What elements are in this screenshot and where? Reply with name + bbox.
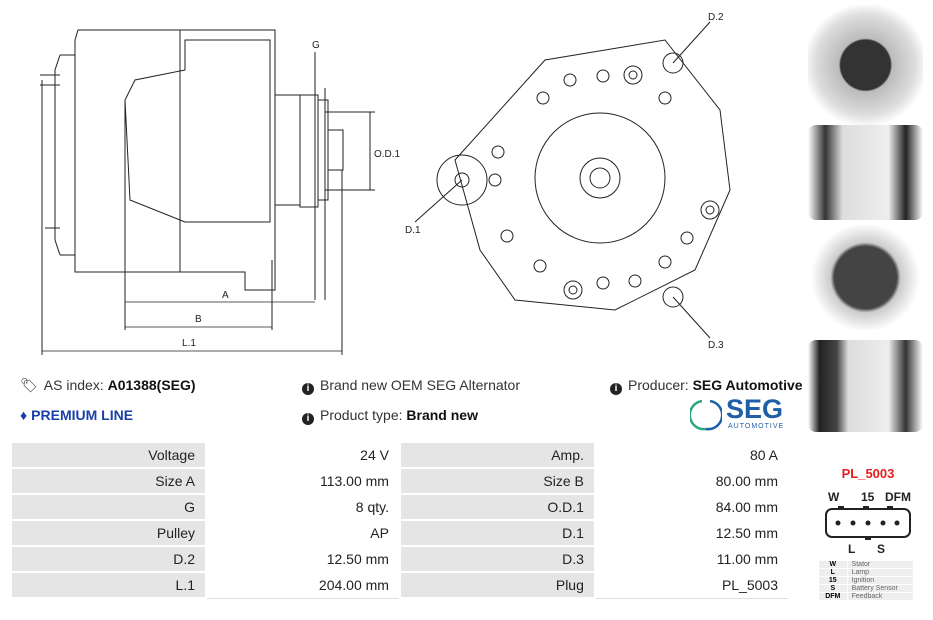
pin-label-s: S [877,542,886,556]
spec-value: 113.00 mm [205,467,401,495]
spec-label: D.2 [10,545,207,573]
spec-value: 80 A [593,441,791,469]
spec-label: Plug [398,571,596,599]
info-icon: i [302,383,314,395]
pin-key: S [818,584,848,593]
pin-description: Stator [846,560,915,569]
spec-value: PL_5003 [593,571,791,599]
spec-label: Voltage [10,441,207,469]
label-g: G [312,40,320,51]
as-index: 🏷AS index: A01388(SEG) [20,377,196,393]
plug-title: PL_5003 [841,466,895,481]
label-d1: D.1 [405,225,421,236]
pin-description: Battery Sensor [846,584,915,593]
spec-value: 24 V [205,441,401,469]
label-od1: O.D.1 [374,149,400,160]
label-b: B [195,314,202,325]
pin-key: DFM [818,592,848,601]
label-l1: L.1 [182,338,196,349]
spec-label: Size A [10,467,207,495]
spec-value: 204.00 mm [205,571,401,599]
pin-key: W [818,560,848,569]
pin-description: Ignition [846,576,915,585]
spec-value: 11.00 mm [593,545,791,573]
spec-label: Amp. [398,441,596,469]
spec-label: D.1 [398,519,596,547]
spec-label: G [10,493,207,521]
spec-value: 84.00 mm [593,493,791,521]
pin-label-15: 15 [861,490,875,504]
pin-key: L [818,568,848,577]
plug-connector-icon [825,506,911,540]
premium-line-badge: ♦PREMIUM LINE [20,407,134,423]
spec-value: AP [205,519,401,547]
spec-label: O.D.1 [398,493,596,521]
spec-label: Pulley [10,519,207,547]
front-view-drawing: D.1 D.2 D.3 [405,12,731,351]
info-icon: i [610,383,622,395]
product-photo-front[interactable] [808,5,923,125]
product-photo-side2[interactable] [808,340,923,432]
seg-automotive-logo: SEG AUTOMOTIVE [690,394,790,432]
label-d3: D.3 [708,340,724,351]
product-photo-rear[interactable] [808,225,923,330]
spec-label: D.3 [398,545,596,573]
pin-label-l: L [848,542,856,556]
product-photo-side[interactable] [808,125,923,220]
pin-label-w: W [828,490,840,504]
pin-key: 15 [818,576,848,585]
spec-label: L.1 [10,571,207,599]
info-icon: i [302,413,314,425]
pin-label-dfm: DFM [885,490,911,504]
pin-description: Lamp [846,568,915,577]
spec-label: Size B [398,467,596,495]
side-view-drawing: G O.D.1 A B L.1 [40,29,400,355]
label-a: A [222,290,229,301]
pin-description: Feedback [846,592,915,601]
spec-value: 12.50 mm [205,545,401,573]
tag-icon: 🏷 [20,377,38,393]
spec-value: 80.00 mm [593,467,791,495]
label-d2: D.2 [708,12,724,23]
spec-value: 8 qty. [205,493,401,521]
spec-value: 12.50 mm [593,519,791,547]
diamond-icon: ♦ [20,407,28,423]
